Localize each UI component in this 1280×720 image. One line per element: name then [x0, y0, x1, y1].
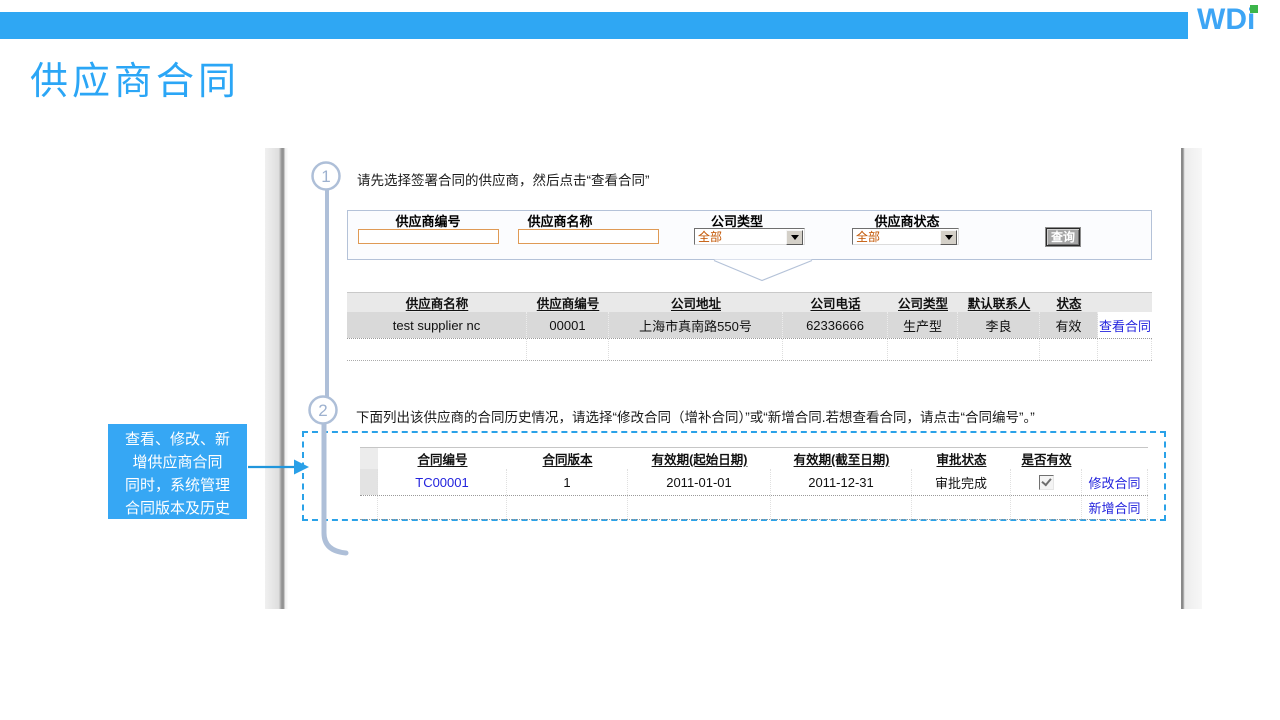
callout-line: 同时，系统管理	[124, 477, 230, 494]
col-header-contract-version[interactable]: 合同版本	[542, 453, 593, 467]
col-header-company-address: 公司地址	[670, 297, 721, 311]
col-header-approval-status[interactable]: 审批状态	[936, 453, 987, 467]
col-header-status[interactable]: 状态	[1056, 297, 1082, 311]
col-header-company-type[interactable]: 公司类型	[897, 297, 948, 311]
screenshot-left-edge	[265, 148, 288, 609]
query-button[interactable]: 查询	[1046, 228, 1080, 246]
callout-line: 查看、修改、新	[124, 431, 230, 448]
status-value: 有效	[1040, 312, 1098, 338]
new-contract-link[interactable]: 新增合同	[1088, 501, 1141, 516]
col-header-is-valid[interactable]: 是否有效	[1021, 453, 1072, 467]
supplier-name-input[interactable]	[518, 229, 659, 244]
company-type-value: 生产型	[888, 312, 958, 338]
valid-to-value: 2011-12-31	[771, 469, 912, 495]
supplier-status-label: 供应商状态	[874, 214, 940, 229]
supplier-table-header-row: 供应商名称 供应商编号 公司地址 公司电话 公司类型 默认联系人 状态	[347, 292, 1152, 312]
callout-note: 查看、修改、新 增供应商合同 同时，系统管理 合同版本及历史	[108, 424, 247, 519]
supplier-table-row[interactable]: test supplier nc 00001 上海市真南路550号 623366…	[347, 312, 1152, 339]
contract-table-header-row: 合同编号 合同版本 有效期(起始日期) 有效期(截至日期) 审批状态 是否有效	[360, 448, 1148, 469]
supplier-status-select[interactable]: 全部	[852, 228, 959, 245]
chevron-down-icon[interactable]	[786, 230, 803, 245]
form-pointer-triangle	[714, 259, 812, 280]
screenshot-right-edge	[1181, 148, 1202, 609]
supplier-code-label: 供应商编号	[395, 214, 461, 229]
check-icon	[1040, 475, 1052, 486]
is-valid-checkbox[interactable]	[1038, 474, 1054, 490]
contract-table-row[interactable]: TC00001 1 2011-01-01 2011-12-31 审批完成 修改合…	[360, 469, 1148, 496]
col-header-actions	[1098, 293, 1152, 312]
col-header-contract-actions	[1082, 448, 1148, 469]
valid-from-value: 2011-01-01	[628, 469, 771, 495]
col-header-selector	[360, 448, 378, 469]
brand-logo-text: WDi	[1197, 3, 1256, 36]
company-address-value: 上海市真南路550号	[609, 312, 783, 338]
supplier-code-value: 00001	[527, 312, 609, 338]
contract-table-new-row: 新增合同	[360, 496, 1148, 520]
modify-contract-link[interactable]: 修改合同	[1088, 475, 1141, 491]
col-header-contract-no[interactable]: 合同编号	[417, 453, 468, 467]
step-1-instruction: 请先选择签署合同的供应商，然后点击“查看合同”	[357, 173, 650, 188]
approval-status-value: 审批完成	[912, 469, 1011, 495]
view-contract-link[interactable]: 查看合同	[1098, 318, 1151, 334]
top-accent-bar	[0, 12, 1188, 39]
supplier-name-value: test supplier nc	[347, 312, 527, 338]
form-pointer-outline	[713, 259, 813, 282]
company-type-select[interactable]: 全部	[694, 228, 805, 245]
contract-history-table: 合同编号 合同版本 有效期(起始日期) 有效期(截至日期) 审批状态 是否有效 …	[360, 447, 1148, 520]
annotation-dashed-rectangle	[302, 431, 1166, 521]
page-title: 供应商合同	[30, 61, 241, 103]
callout-line: 增供应商合同	[132, 454, 223, 471]
col-header-valid-to[interactable]: 有效期(截至日期)	[793, 453, 890, 467]
step-1-number: 1	[321, 167, 330, 186]
step-2-instruction: 下面列出该供应商的合同历史情况，请选择“修改合同（增补合同）”或“新增合同.若想…	[356, 410, 1035, 425]
chevron-down-icon[interactable]	[940, 230, 957, 245]
brand-logo: WDi	[1197, 3, 1267, 37]
company-type-label: 公司类型	[710, 214, 763, 229]
supplier-name-label: 供应商名称	[527, 214, 593, 229]
supplier-table-empty-row	[347, 339, 1152, 361]
logo-green-dot-icon	[1250, 5, 1258, 13]
contract-number-link[interactable]: TC00001	[415, 474, 469, 490]
step-2-badge	[308, 395, 338, 425]
contract-version-value: 1	[507, 469, 628, 495]
col-header-default-contact[interactable]: 默认联系人	[967, 297, 1031, 311]
supplier-status-selected-value: 全部	[856, 230, 881, 244]
step-1-badge	[311, 161, 341, 191]
col-header-valid-from[interactable]: 有效期(起始日期)	[651, 453, 748, 467]
callout-line: 合同版本及历史	[124, 500, 230, 517]
col-header-company-phone: 公司电话	[810, 297, 861, 311]
default-contact-value: 李良	[958, 312, 1040, 338]
step-2-number: 2	[318, 401, 327, 420]
company-type-selected-value: 全部	[698, 230, 723, 244]
supplier-results-table: 供应商名称 供应商编号 公司地址 公司电话 公司类型 默认联系人 状态 test…	[347, 292, 1152, 361]
supplier-code-input[interactable]	[358, 229, 499, 244]
col-header-supplier-name[interactable]: 供应商名称	[405, 297, 469, 311]
col-header-supplier-code[interactable]: 供应商编号	[536, 297, 600, 311]
company-phone-value: 62336666	[783, 312, 888, 338]
